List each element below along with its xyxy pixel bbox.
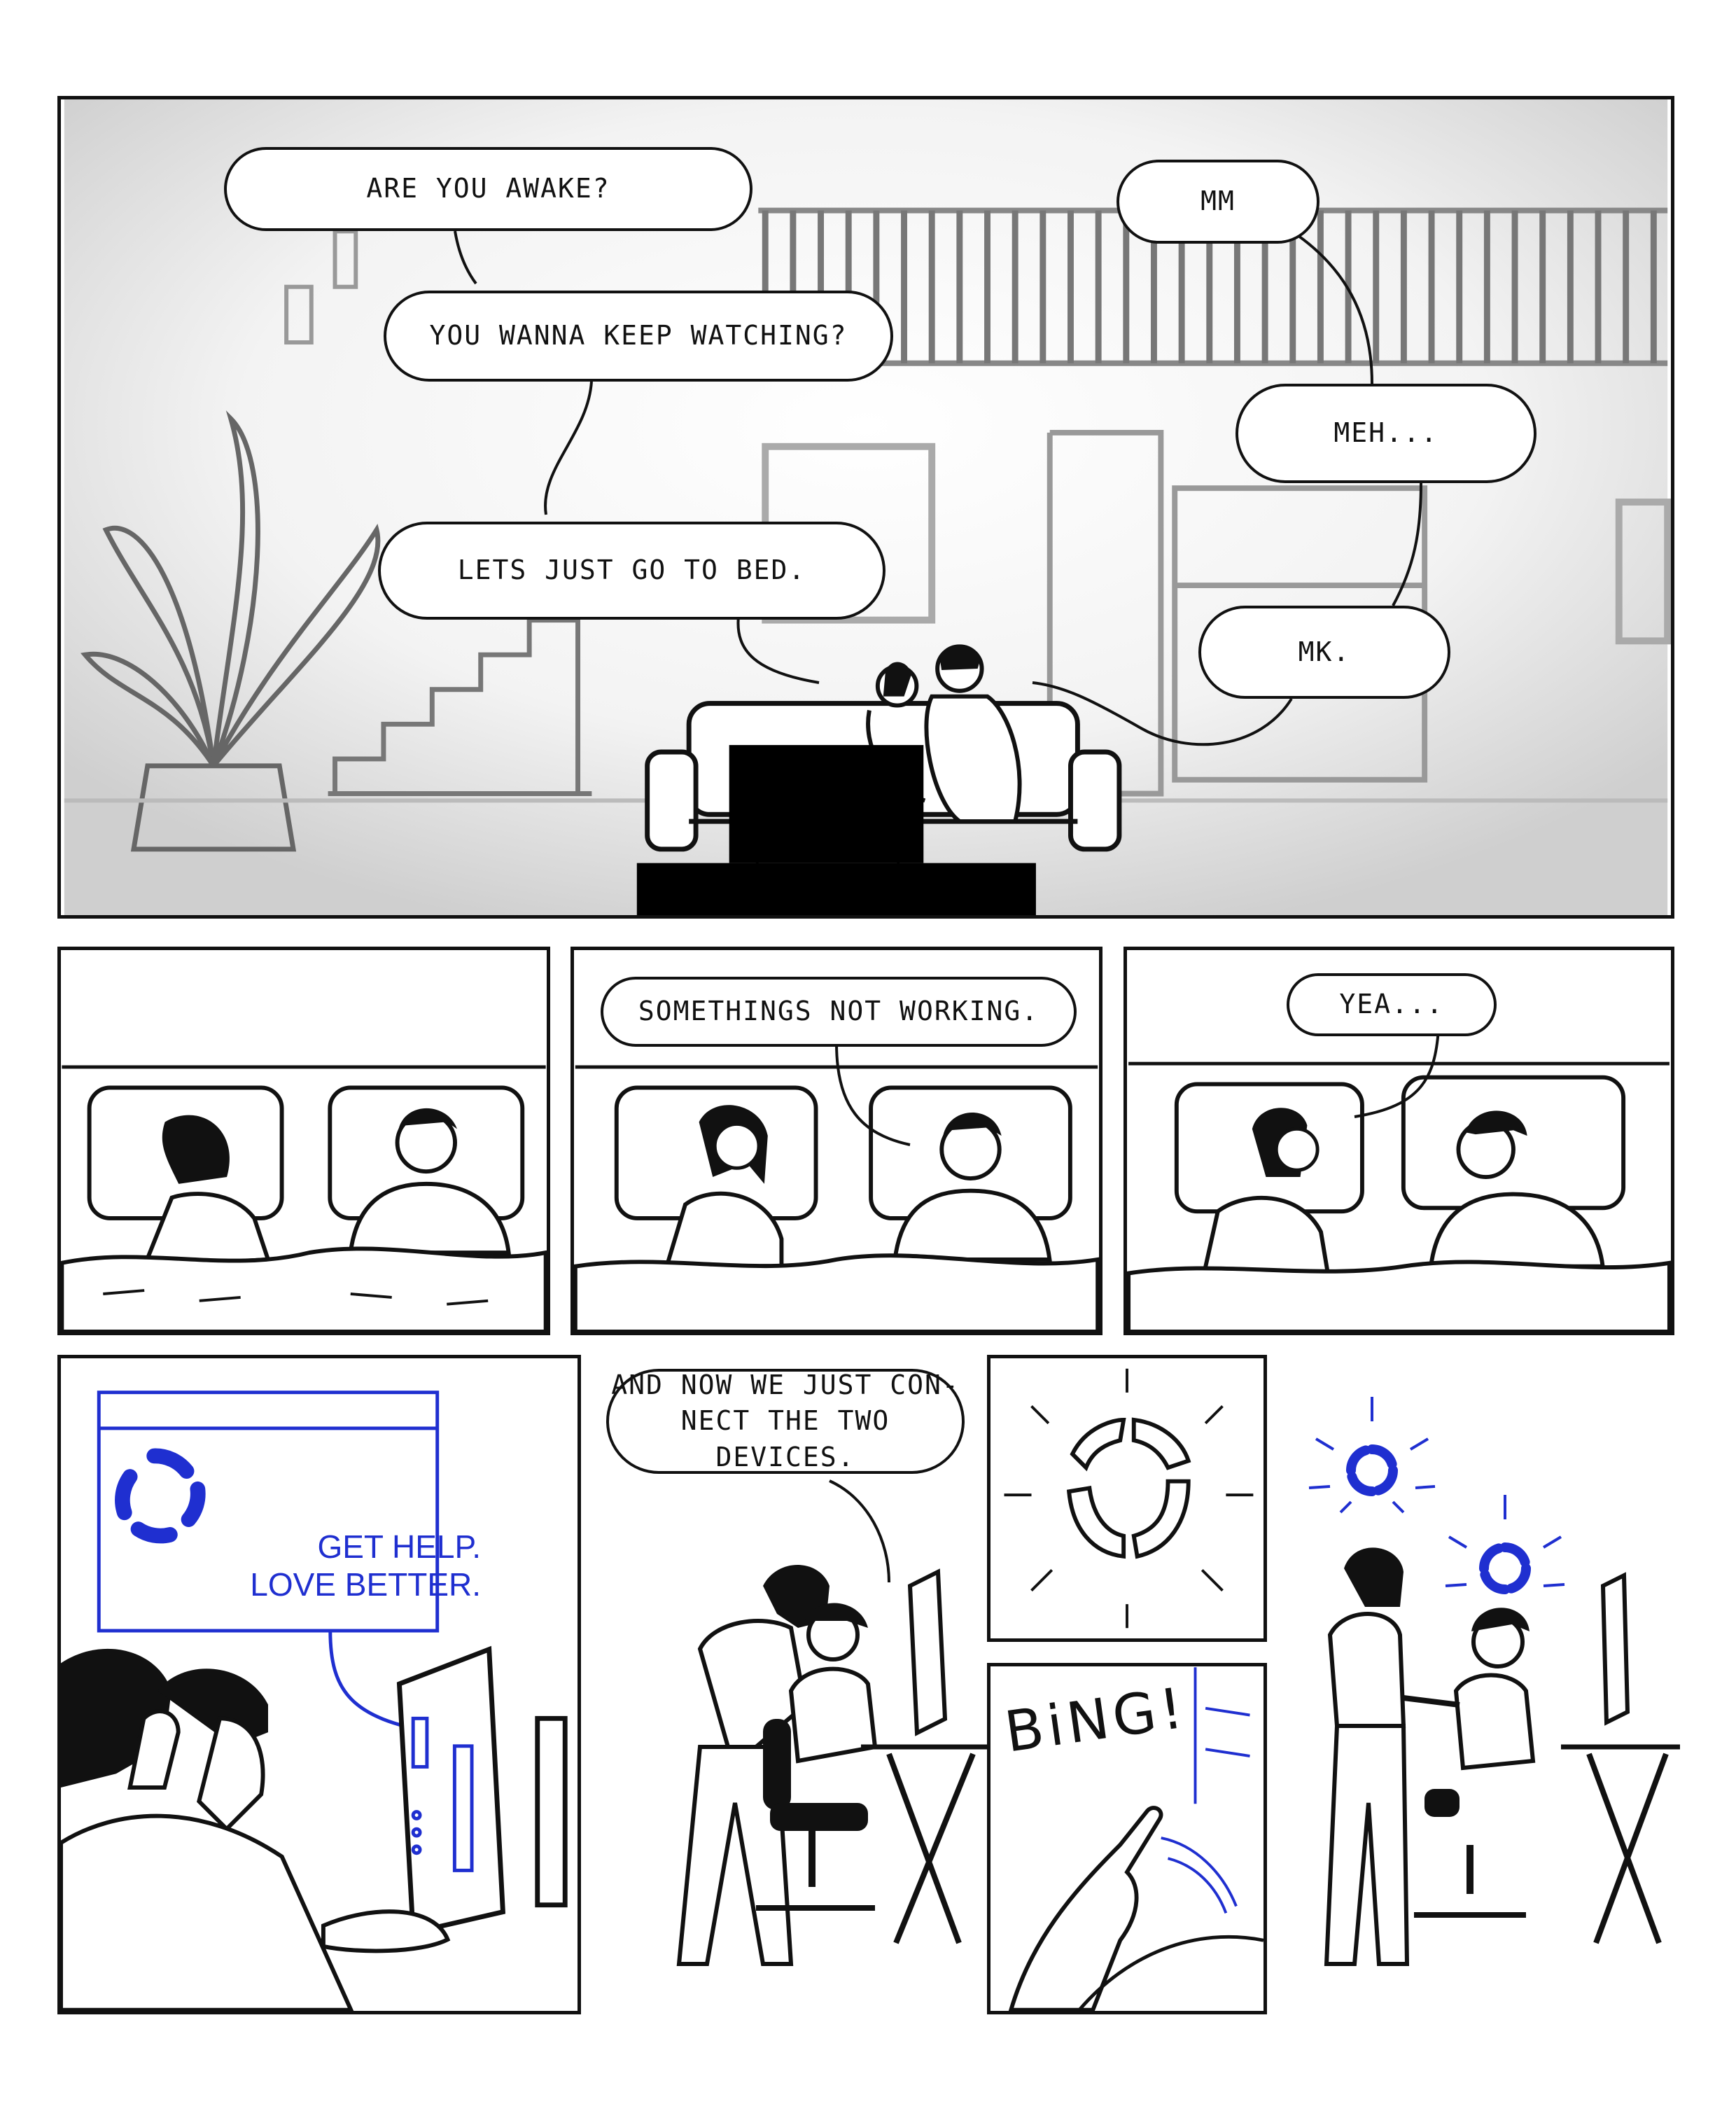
panel-app-screen: GET HELP. LOVE BETTER. (57, 1355, 581, 2014)
living-room-scene (64, 99, 1671, 915)
computer-scene (61, 1391, 568, 2011)
bubble-are-you-awake: ARE YOU AWAKE? (224, 147, 752, 231)
app-window (97, 1391, 440, 1633)
bubble-go-to-bed: LETS JUST GO TO BED. (378, 522, 886, 620)
staircase (328, 618, 592, 796)
office-chair-icon (1414, 1789, 1526, 1918)
bed-scene-3 (1127, 1061, 1671, 1332)
panel-bed-1 (57, 947, 550, 1335)
wall-picture (1615, 499, 1671, 645)
panel-logo-burst (987, 1355, 1267, 1642)
bubble-yea: YEA... (1287, 973, 1497, 1036)
bubble-somethings-not-working: SOMETHINGS NOT WORKING. (601, 977, 1077, 1047)
tv-icon (636, 745, 1036, 915)
bubble-keep-watching: YOU WANNA KEEP WATCHING? (384, 291, 893, 382)
panel-connected (1288, 1355, 1680, 2014)
logo-ring-icon (1066, 1417, 1191, 1559)
panel-bed-3 (1124, 947, 1674, 1335)
bed-scene-1 (61, 1065, 547, 1332)
logo-burst-scene (1004, 1368, 1254, 1629)
ad-line-love-better: LOVE BETTER. (250, 1566, 481, 1603)
monitor-icon (396, 1645, 568, 1936)
plant-icon (80, 410, 381, 852)
logo-ring-icon (115, 1448, 206, 1544)
bubble-mk: MK. (1198, 606, 1450, 699)
panel-connecting (595, 1355, 987, 2014)
connected-scene (1308, 1397, 1680, 1966)
tablet-edge (1161, 1667, 1250, 1914)
connect-scene (676, 1565, 987, 1966)
bubble-connect-line2: NECT THE TWO DEVICES. (680, 1405, 890, 1472)
panel-bing: BiNG! (987, 1663, 1267, 2014)
logo-ring-icon (1346, 1444, 1531, 1594)
bed-scene-2 (574, 1065, 1099, 1332)
bubble-connect-devices: AND NOW WE JUST CON- NECT THE TWO DEVICE… (606, 1369, 965, 1474)
bubble-connect-line1: AND NOW WE JUST CON- (611, 1370, 960, 1401)
ad-line-get-help: GET HELP. (317, 1528, 481, 1565)
ad-tagline: GET HELP. LOVE BETTER. (166, 1528, 481, 1604)
office-chair-icon (756, 1719, 875, 1911)
bubble-meh: MEH... (1236, 384, 1536, 483)
finger-tap-scene (1008, 1667, 1264, 2011)
bubble-mm: MM (1116, 160, 1320, 244)
